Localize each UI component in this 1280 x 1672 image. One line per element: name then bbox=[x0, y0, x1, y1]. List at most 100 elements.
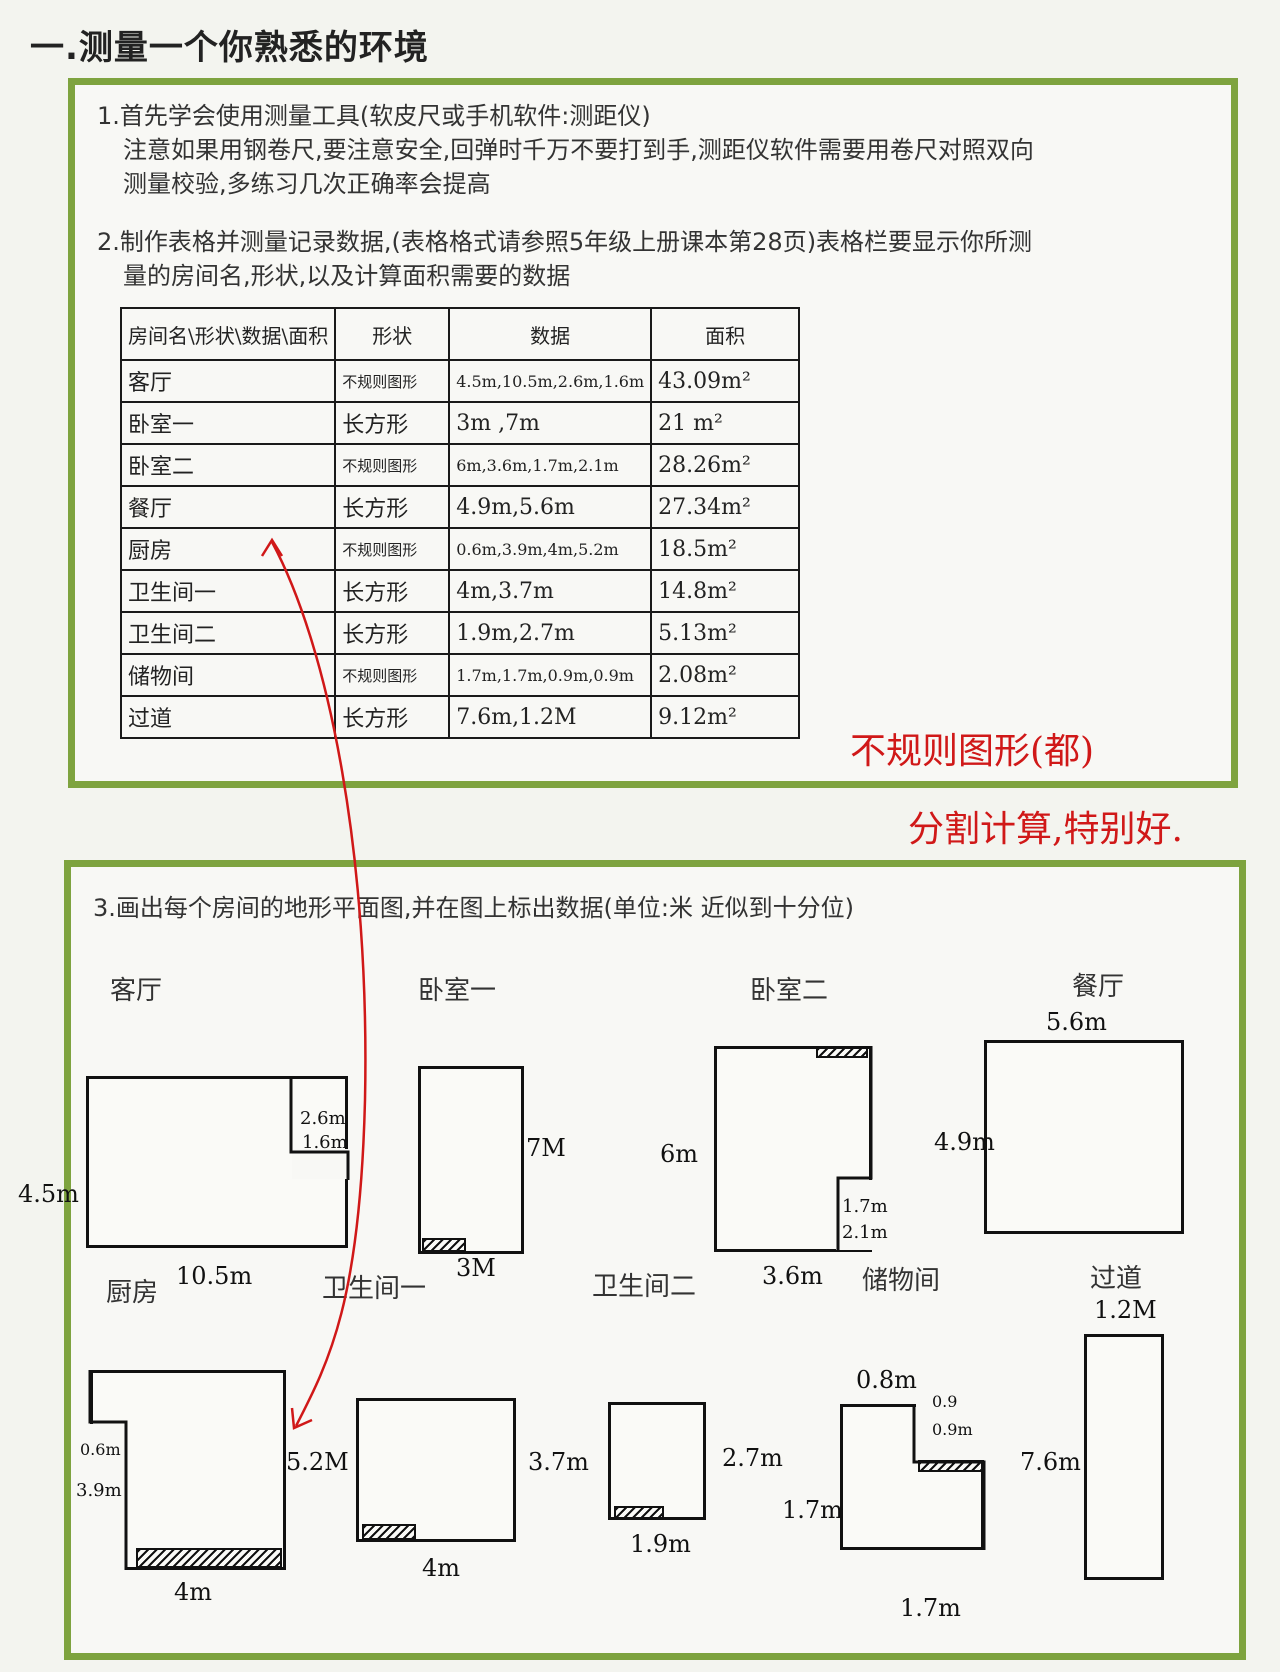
table-cell: 不规则图形 bbox=[334, 359, 451, 403]
table-cell: 过道 bbox=[119, 695, 337, 739]
table-cell: 卧室一 bbox=[119, 401, 337, 445]
dim-bed2-2: 1.7m bbox=[842, 1196, 888, 1217]
dim-dining-2: 4.9m bbox=[934, 1128, 995, 1156]
dim-kitchen-1: 0.6m bbox=[80, 1440, 121, 1459]
dim-bed1-1: 7M bbox=[526, 1134, 566, 1162]
table-cell: 14.8m² bbox=[650, 569, 801, 613]
step1-line1: 1.首先学会使用测量工具(软皮尺或手机软件:测距仪) bbox=[97, 102, 651, 130]
dim-living-1: 2.6m bbox=[300, 1108, 346, 1129]
dim-bath1-2: 4m bbox=[422, 1554, 461, 1582]
plan-dining bbox=[984, 1040, 1184, 1234]
table-cell: 1.9m,2.7m bbox=[448, 611, 653, 655]
table-cell: 不规则图形 bbox=[334, 653, 451, 697]
dim-bath2-2: 1.9m bbox=[630, 1530, 691, 1558]
table-row: 厨房 不规则图形 0.6m,3.9m,4m,5.2m 18.5m² bbox=[119, 527, 801, 571]
plan-living-notch bbox=[292, 1149, 352, 1179]
table-row: 卧室一 长方形 3m ,7m 21 m² bbox=[119, 401, 801, 445]
dim-living-4: 10.5m bbox=[176, 1262, 253, 1290]
door-bath2 bbox=[614, 1506, 664, 1520]
table-cell: 28.26m² bbox=[650, 443, 801, 487]
table-cell: 18.5m² bbox=[650, 527, 801, 571]
table-header: 数据 bbox=[448, 307, 653, 361]
table-cell: 4.5m,10.5m,2.6m,1.6m bbox=[448, 359, 653, 403]
table-row: 卧室二 不规则图形 6m,3.6m,1.7m,2.1m 28.26m² bbox=[119, 443, 801, 487]
measurement-table: 房间名\形状\数据\面积 形状 数据 面积 客厅 不规则图形 4.5m,10.5… bbox=[119, 307, 801, 739]
door-bed1 bbox=[422, 1238, 466, 1252]
table-cell: 4m,3.7m bbox=[448, 569, 653, 613]
teacher-comment-line1: 不规则图形(都) bbox=[850, 731, 1095, 772]
dim-dining-1: 5.6m bbox=[1046, 1008, 1107, 1036]
dim-storage-2: 0.9 bbox=[932, 1392, 958, 1411]
plan-bath1 bbox=[356, 1398, 516, 1542]
table-cell: 1.7m,1.7m,0.9m,0.9m bbox=[448, 653, 653, 697]
table-row: 过道 长方形 7.6m,1.2M 9.12m² bbox=[119, 695, 801, 739]
dim-bed2-3: 2.1m bbox=[842, 1222, 888, 1243]
dim-storage-4: 1.7m bbox=[782, 1496, 843, 1524]
table-cell: 不规则图形 bbox=[334, 527, 451, 571]
label-storage: 储物间 bbox=[862, 1266, 941, 1296]
dim-hall-1: 1.2M bbox=[1094, 1296, 1157, 1324]
label-bed2: 卧室二 bbox=[750, 976, 829, 1006]
label-bed1: 卧室一 bbox=[418, 976, 497, 1006]
dim-bed2-1: 6m bbox=[660, 1140, 699, 1168]
dim-hall-2: 7.6m bbox=[1020, 1448, 1081, 1476]
dim-kitchen-4: 4m bbox=[174, 1578, 213, 1606]
table-cell: 7.6m,1.2M bbox=[448, 695, 653, 739]
table-cell: 长方形 bbox=[334, 611, 451, 655]
table-cell: 长方形 bbox=[334, 695, 451, 739]
dim-living-3: 4.5m bbox=[18, 1180, 79, 1208]
table-header: 房间名\形状\数据\面积 bbox=[119, 307, 337, 361]
plan-bath2 bbox=[608, 1402, 706, 1520]
table-row: 餐厅 长方形 4.9m,5.6m 27.34m² bbox=[119, 485, 801, 529]
page-title: 一.测量一个你熟悉的环境 bbox=[30, 28, 429, 68]
table-cell: 餐厅 bbox=[119, 485, 337, 529]
door-bath1 bbox=[362, 1524, 416, 1540]
table-row: 客厅 不规则图形 4.5m,10.5m,2.6m,1.6m 43.09m² bbox=[119, 359, 801, 403]
table-cell: 卧室二 bbox=[119, 443, 337, 487]
dim-kitchen-3: 5.2M bbox=[286, 1448, 349, 1476]
dim-storage-1: 0.8m bbox=[856, 1366, 917, 1394]
plan-hall bbox=[1084, 1334, 1164, 1580]
table-cell: 27.34m² bbox=[650, 485, 801, 529]
dim-bath2-1: 2.7m bbox=[722, 1444, 783, 1472]
table-row: 卫生间一 长方形 4m,3.7m 14.8m² bbox=[119, 569, 801, 613]
step3-line1: 3.画出每个房间的地形平面图,并在图上标出数据(单位:米 近似到十分位) bbox=[93, 894, 854, 922]
table-cell: 5.13m² bbox=[650, 611, 801, 655]
table-cell: 储物间 bbox=[119, 653, 337, 697]
table-cell: 6m,3.6m,1.7m,2.1m bbox=[448, 443, 653, 487]
table-row: 储物间 不规则图形 1.7m,1.7m,0.9m,0.9m 2.08m² bbox=[119, 653, 801, 697]
table-cell: 长方形 bbox=[334, 569, 451, 613]
table-cell: 4.9m,5.6m bbox=[448, 485, 653, 529]
label-dining: 餐厅 bbox=[1072, 972, 1125, 1002]
dim-living-2: 1.6m bbox=[302, 1132, 348, 1153]
table-cell: 0.6m,3.9m,4m,5.2m bbox=[448, 527, 653, 571]
table-cell: 客厅 bbox=[119, 359, 337, 403]
table-cell: 9.12m² bbox=[650, 695, 801, 739]
step2-line2: 量的房间名,形状,以及计算面积需要的数据 bbox=[123, 262, 571, 290]
teacher-comment-line2: 分割计算,特别好. bbox=[908, 809, 1183, 850]
step2-line1: 2.制作表格并测量记录数据,(表格格式请参照5年级上册课本第28页)表格栏要显示… bbox=[97, 228, 1033, 256]
table-cell: 长方形 bbox=[334, 485, 451, 529]
dim-kitchen-2: 3.9m bbox=[76, 1480, 122, 1501]
table-row: 卫生间二 长方形 1.9m,2.7m 5.13m² bbox=[119, 611, 801, 655]
table-cell: 21 m² bbox=[650, 401, 801, 445]
table-cell: 卫生间一 bbox=[119, 569, 337, 613]
section-measure-and-record: 1.首先学会使用测量工具(软皮尺或手机软件:测距仪) 注意如果用钢卷尺,要注意安… bbox=[68, 78, 1238, 788]
table-header: 形状 bbox=[334, 307, 451, 361]
table-cell: 43.09m² bbox=[650, 359, 801, 403]
step1-line3: 测量校验,多练习几次正确率会提高 bbox=[123, 170, 491, 198]
plan-bed1 bbox=[418, 1066, 524, 1254]
label-bath1: 卫生间一 bbox=[322, 1274, 427, 1304]
table-cell: 长方形 bbox=[334, 401, 451, 445]
table-cell: 2.08m² bbox=[650, 653, 801, 697]
table-cell: 不规则图形 bbox=[334, 443, 451, 487]
table-cell: 3m ,7m bbox=[448, 401, 653, 445]
table-header: 面积 bbox=[650, 307, 801, 361]
window-bed2 bbox=[816, 1046, 868, 1058]
table-cell: 厨房 bbox=[119, 527, 337, 571]
dim-storage-3: 0.9m bbox=[932, 1420, 973, 1439]
dim-bed1-2: 3M bbox=[456, 1254, 496, 1282]
table-header-row: 房间名\形状\数据\面积 形状 数据 面积 bbox=[119, 307, 801, 361]
label-kitchen: 厨房 bbox=[106, 1278, 159, 1308]
dim-storage-5: 1.7m bbox=[900, 1594, 961, 1622]
